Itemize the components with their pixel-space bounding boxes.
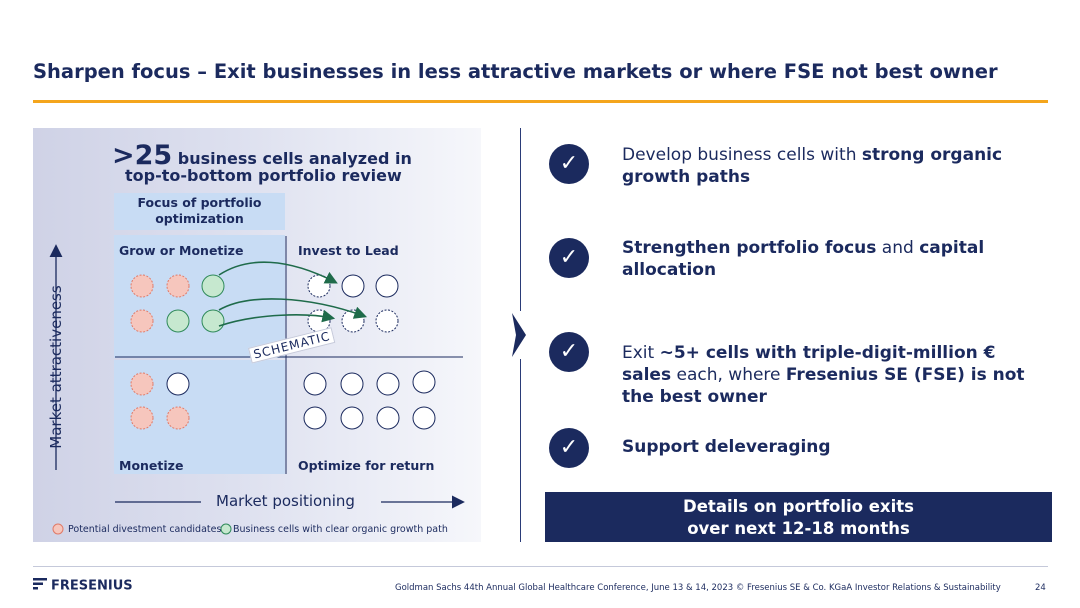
bullet-text: each, where <box>671 365 786 385</box>
details-line-2: over next 12-18 months <box>687 519 910 538</box>
page-title: Sharpen focus – Exit businesses in less … <box>33 60 998 83</box>
details-line-1: Details on portfolio exits <box>683 497 914 516</box>
target-cell <box>375 309 399 333</box>
bullet-2: Strengthen portfolio focus and capital a… <box>622 237 1042 281</box>
footer-text: Goldman Sachs 44th Annual Global Healthc… <box>395 583 1001 593</box>
bullet-4: Support deleveraging <box>622 436 1042 458</box>
bullet-3: Exit ~5+ cells with triple-digit-million… <box>622 342 1042 408</box>
business-cell <box>340 372 364 396</box>
title-divider <box>33 100 1048 103</box>
legend-growth-label: Business cells with clear organic growth… <box>233 524 448 535</box>
bullet-text-bold: Strengthen portfolio focus <box>622 238 877 258</box>
bullet-text-bold: Support deleveraging <box>622 437 831 457</box>
panel-headline: >25 business cells analyzed in <box>112 140 412 171</box>
bullet-text-bold: Fresenius SE (FSE) is not the best owner <box>622 365 1025 407</box>
growth-arrow <box>218 298 368 319</box>
bullet-text: Exit <box>622 343 660 363</box>
bullet-text-bold: ~5+ cells with triple-digit-million € sa… <box>622 343 996 385</box>
bullet-text: Develop business cells with <box>622 145 862 165</box>
business-cell <box>376 372 400 396</box>
focus-label: Focus of portfolio optimization <box>137 195 262 226</box>
growth-cell <box>201 274 225 298</box>
bullet-text-bold: strong organic growth paths <box>622 145 1003 187</box>
divest-cell <box>130 406 154 430</box>
business-cell <box>166 372 190 396</box>
quadrant-label-grow-or-monetize: Grow or Monetize <box>119 243 244 258</box>
quadrant-label-invest-to-lead: Invest to Lead <box>298 243 399 258</box>
checkmark-icon: ✓ <box>549 238 589 278</box>
chevron-right-icon <box>508 311 530 359</box>
business-cell <box>412 370 436 394</box>
business-cell <box>412 406 436 430</box>
business-cell <box>340 406 364 430</box>
divest-cell <box>130 309 154 333</box>
logo-text: FRESENIUS <box>51 578 133 594</box>
legend-growth-marker <box>220 523 232 535</box>
page-number: 24 <box>1035 583 1046 593</box>
legend-divest-label: Potential divestment candidates <box>68 524 222 535</box>
business-cell <box>375 274 399 298</box>
legend-divest-marker <box>52 523 64 535</box>
growth-cell <box>201 309 225 333</box>
checkmark-icon: ✓ <box>549 332 589 372</box>
headline-number: >25 <box>112 140 173 171</box>
divest-cell <box>166 406 190 430</box>
portfolio-matrix-graphic <box>49 236 465 535</box>
growth-arrow <box>218 309 336 327</box>
quadrant-label-monetize: Monetize <box>119 458 184 473</box>
company-logo: FRESENIUS <box>33 578 133 594</box>
details-box: Details on portfolio exits over next 12-… <box>545 492 1052 542</box>
bullet-text-bold: capital allocation <box>622 238 985 280</box>
business-cell <box>303 406 327 430</box>
divest-cell <box>130 274 154 298</box>
business-cell <box>376 406 400 430</box>
divest-cell <box>166 274 190 298</box>
checkmark-icon: ✓ <box>549 428 589 468</box>
y-axis-label: Market attractiveness <box>47 285 65 449</box>
growth-arrow <box>218 261 338 284</box>
growth-cell <box>166 309 190 333</box>
divest-cell <box>130 372 154 396</box>
business-cell <box>303 372 327 396</box>
checkmark-icon: ✓ <box>549 144 589 184</box>
business-cell <box>341 274 365 298</box>
logo-mark-icon <box>33 578 47 594</box>
bullet-text: and <box>876 238 920 258</box>
headline-text: business cells analyzed in <box>172 149 412 168</box>
quadrant-label-optimize-for-return: Optimize for return <box>298 458 435 473</box>
bullet-1: Develop business cells with strong organ… <box>622 144 1042 188</box>
target-cell <box>341 309 365 333</box>
x-axis-label: Market positioning <box>216 492 355 510</box>
panel-headline-line2: top-to-bottom portfolio review <box>125 166 402 185</box>
focus-box <box>114 193 285 230</box>
footer-divider <box>33 566 1048 567</box>
